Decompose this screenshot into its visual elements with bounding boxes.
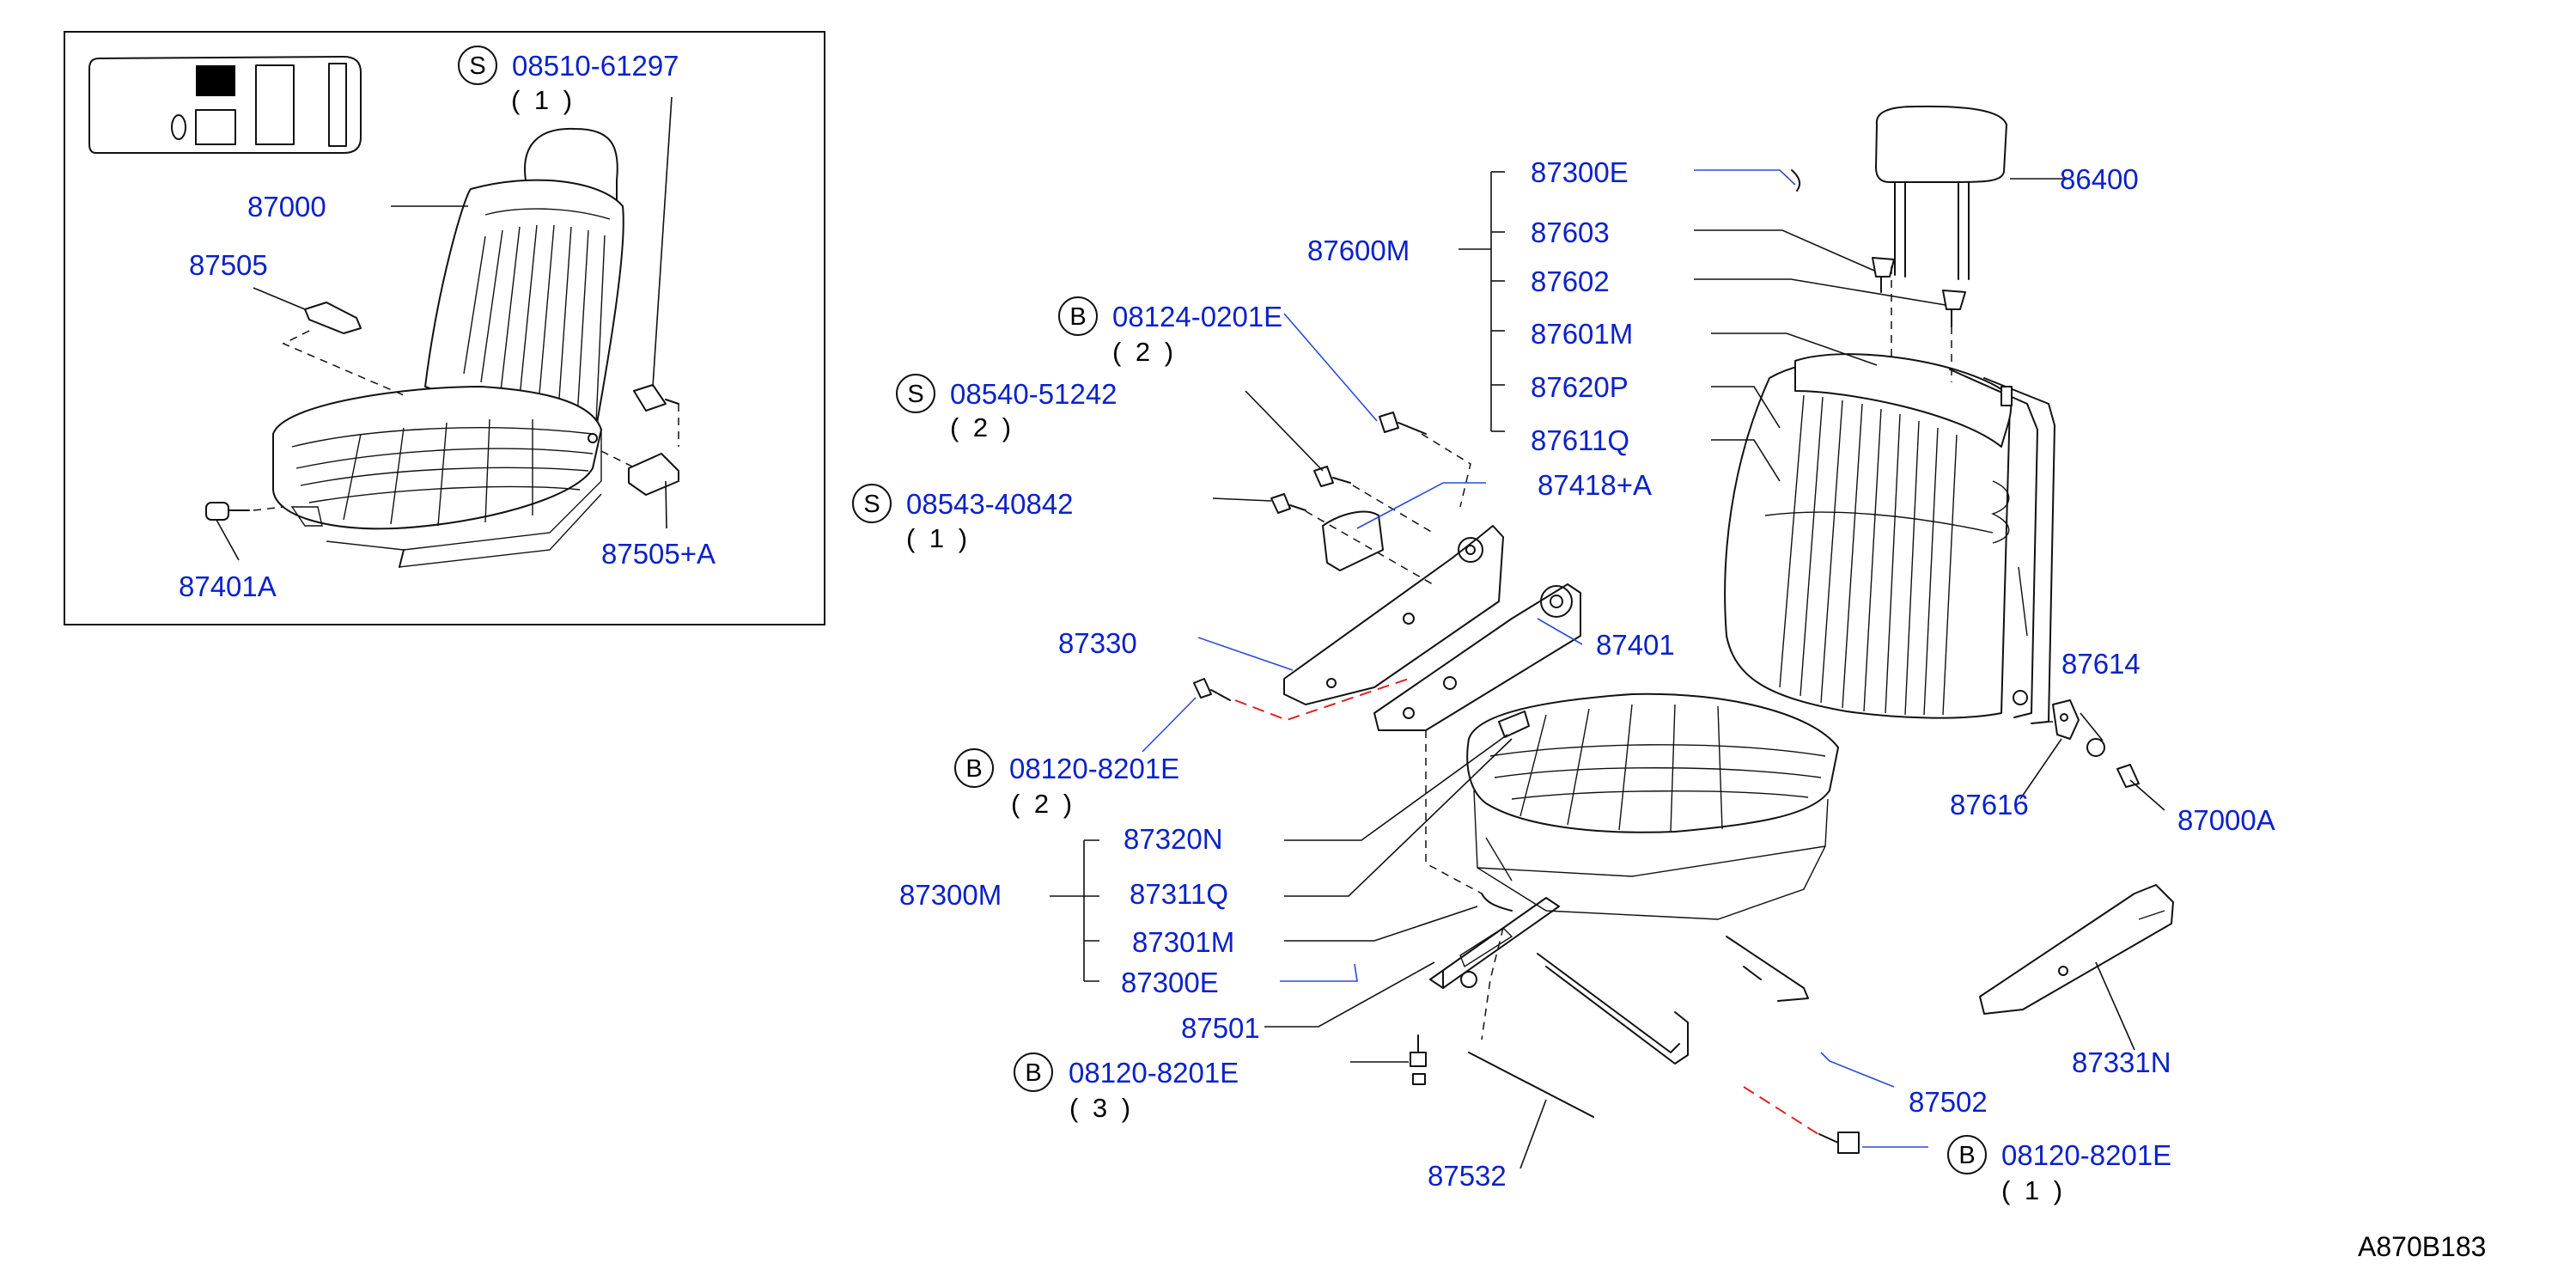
drawing-reference: A870B183 [2358,1231,2486,1262]
part-number-08120-8201E[interactable]: 08120-8201E [1009,753,1179,784]
quantity-label: ( 3 ) [1069,1093,1134,1123]
part-number-87600M[interactable]: 87600M [1307,235,1410,266]
quantity-label: ( 2 ) [950,412,1014,442]
bolt-icon [205,502,250,521]
part-number-87611Q[interactable]: 87611Q [1531,424,1629,456]
bolt-icon [1410,1034,1427,1085]
release-wire [1468,1052,1594,1118]
bolt-icon [1193,678,1231,701]
seatback-illustration [1724,353,2013,719]
cushion-clip-icon [1498,711,1530,738]
part-number-87300E-top[interactable]: 87300E [1531,156,1629,188]
part-number-87602[interactable]: 87602 [1531,265,1610,297]
part-number-87614[interactable]: 87614 [2061,648,2141,680]
part-number-87418-A[interactable]: 87418+A [1538,469,1652,501]
headrest-guide-icon [1872,257,1895,293]
screw-code: S [863,491,880,518]
bolt-circle [1014,1052,1053,1092]
part-number-87320N[interactable]: 87320N [1124,823,1223,855]
bolt-circle [1947,1135,1987,1174]
bolt-code: B [1958,1142,1975,1169]
part-number-08120-8201E[interactable]: 08120-8201E [2001,1139,2171,1171]
part-number-87601M[interactable]: 87601M [1531,318,1633,350]
bolt-circle [1058,296,1098,336]
bolt-code: B [1025,1059,1041,1087]
bolt-circle [954,748,994,788]
part-number-87301M[interactable]: 87301M [1132,926,1234,958]
part-number-87330[interactable]: 87330 [1058,627,1137,659]
quantity-label: ( 1 ) [511,85,575,115]
part-number-87000[interactable]: 87000 [247,191,326,223]
part-number-87505[interactable]: 87505 [189,249,268,281]
bolt-icon [633,384,679,412]
bolt-code: B [1069,303,1086,331]
seat-frame-illustration [1429,893,1809,1065]
seatback-frame-illustration [1949,369,2055,724]
quantity-label: ( 2 ) [1011,789,1075,819]
hinge-bracket-icon [2052,699,2080,740]
screw-circle [852,484,892,523]
part-number-86400[interactable]: 86400 [2060,163,2139,195]
part-number-87603[interactable]: 87603 [1531,217,1610,248]
vehicle-location-icon [88,56,362,154]
exploded-view: 86400 87300E 87603 87602 87600M 87601M 8… [852,105,2275,1205]
part-number-87401[interactable]: 87401 [1596,629,1675,661]
quantity-label: ( 2 ) [1112,337,1177,367]
part-number-08120-8201E[interactable]: 08120-8201E [1069,1057,1239,1089]
bolt-code: B [965,755,982,783]
screw-circle [896,374,935,413]
bolt-icon [2116,764,2140,788]
quantity-label: ( 1 ) [2001,1175,2066,1205]
recliner-cover-illustration [1283,510,1581,731]
screw-icon [1313,466,1351,487]
screw-icon [1270,493,1306,514]
seat-cushion-illustration [1466,692,1839,920]
part-number-87501[interactable]: 87501 [1181,1012,1260,1044]
quantity-label: ( 1 ) [906,523,971,553]
part-number-87311Q[interactable]: 87311Q [1130,878,1228,910]
standard-part-circle [458,46,497,85]
part-number-87502[interactable]: 87502 [1909,1086,1988,1118]
seat-assembly-illustration [205,127,679,568]
part-number-87616[interactable]: 87616 [1950,789,2029,821]
part-number-08510-61297[interactable]: 08510-61297 [512,50,679,82]
side-trim-illustration [1979,884,2174,1015]
part-number-87401A[interactable]: 87401A [179,570,277,602]
bracket-icon [628,453,679,496]
part-number-08543-40842[interactable]: 08543-40842 [906,488,1074,520]
bushing-icon [2086,738,2105,757]
headrest-illustration [1875,105,2007,280]
standard-part-code: S [469,52,485,80]
part-number-87300M[interactable]: 87300M [899,879,1002,911]
part-number-87505-A[interactable]: 87505+A [601,538,716,570]
screw-code: S [907,381,923,408]
part-number-87000A[interactable]: 87000A [2177,804,2275,836]
inset-panel: S 08510-61297 ( 1 ) 87000 87505 87401A 8… [64,31,825,625]
part-number-08124-0201E[interactable]: 08124-0201E [1112,301,1282,332]
part-number-08540-51242[interactable]: 08540-51242 [950,378,1117,410]
part-number-87532[interactable]: 87532 [1428,1160,1507,1192]
headrest-guide-icon [1942,290,1966,327]
part-number-87331N[interactable]: 87331N [2072,1046,2171,1078]
bolt-icon [1379,412,1427,435]
bolt-icon [1818,1132,1860,1154]
lever-icon [304,302,362,334]
part-number-87300E-bottom[interactable]: 87300E [1121,967,1219,998]
part-number-87620P[interactable]: 87620P [1531,371,1629,403]
